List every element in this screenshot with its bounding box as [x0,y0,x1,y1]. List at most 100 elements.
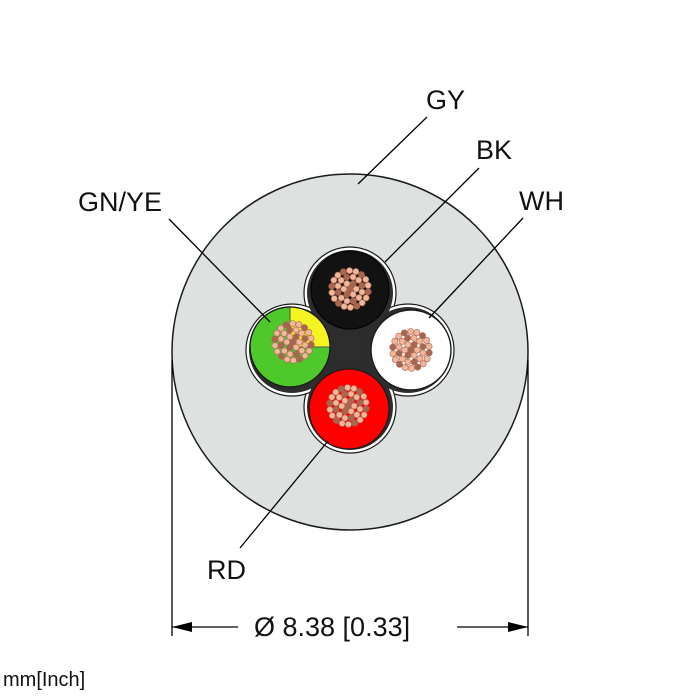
copper-strand [277,341,285,349]
copper-strand [349,280,357,288]
copper-strand [352,285,360,293]
conductor-red [308,368,390,450]
copper-strand [341,397,349,405]
copper-strand [414,363,422,371]
copper-strand [347,303,354,311]
stranded-conductor-icon [326,384,370,428]
copper-strand [364,288,372,296]
copper-strand [360,411,368,419]
copper-strand [301,341,309,349]
copper-strand [292,333,300,341]
diameter-value: Ø 8.38 [0.33] [254,612,410,642]
copper-strand [404,351,412,359]
stranded-conductor-icon [328,267,372,311]
leader-lines [168,116,524,549]
stranded-conductor-icon [271,320,315,364]
copper-strand [344,384,351,392]
copper-strand [358,271,365,279]
copper-strand [395,332,403,340]
copper-strand [423,355,431,363]
copper-strand [280,329,288,337]
copper-strand [332,405,340,413]
copper-strand [356,399,364,407]
copper-strand [346,267,353,275]
copper-strand [277,335,285,343]
copper-strand [356,416,364,424]
copper-strand [338,402,346,410]
copper-strand [305,329,313,336]
copper-strand [326,399,334,407]
copper-strand [340,285,348,293]
label-bk: BK [476,135,512,165]
copper-strand [337,294,345,302]
copper-strand [273,348,281,355]
copper-strand [391,356,399,363]
copper-strand [290,356,297,364]
leader-rd [239,440,329,549]
copper-strand [350,385,358,392]
copper-strand [341,407,349,415]
copper-strand [335,393,343,401]
copper-strand [360,393,368,400]
copper-strand [404,341,412,349]
copper-strand [351,419,359,427]
copper-strand [353,411,361,419]
copper-strand [395,349,403,357]
copper-strand [292,326,300,334]
copper-strand [349,273,357,281]
copper-strand [335,299,342,307]
copper-strand [330,276,338,284]
copper-strand [292,343,300,351]
leader-gy [357,116,428,185]
copper-strand [391,337,399,345]
copper-strand [307,341,315,349]
copper-strand [339,268,347,276]
copper-strand [301,324,308,332]
copper-strand [345,420,352,428]
copper-strand [362,276,370,283]
copper-strand [352,268,360,275]
copper-strand [413,329,421,336]
copper-strand [277,324,285,332]
copper-strand [280,347,288,355]
copper-strand [419,332,426,340]
copper-strand [410,351,418,359]
copper-strand [286,333,294,341]
copper-strand [334,288,342,296]
copper-strand [419,349,427,357]
copper-strand [416,355,424,363]
copper-strand [289,320,296,328]
copper-strand [295,338,303,346]
copper-strand [419,343,427,351]
copper-strand [332,388,340,396]
copper-strand [286,350,294,358]
copper-strand [301,352,309,360]
copper-strand [398,355,406,363]
copper-strand [389,350,397,358]
copper-strand [358,299,366,307]
copper-strand [355,276,363,284]
copper-strand [334,271,342,279]
copper-strand [343,280,351,288]
leader-bk [384,167,480,263]
units-label: mm[Inch] [3,669,85,691]
copper-strand [298,329,306,337]
copper-strand [273,329,281,337]
copper-strand [401,364,409,371]
copper-strand [358,282,366,290]
copper-strand [407,328,414,336]
copper-strand [349,290,357,298]
copper-strand [401,346,409,354]
leader-wh [428,217,524,319]
copper-strand [334,282,342,290]
copper-strand [282,321,290,329]
copper-strand [362,398,370,406]
stranded-conductor-icon [389,328,433,372]
copper-strand [355,294,363,302]
copper-strand [328,412,336,419]
label-gy: GY [426,85,465,115]
copper-strand [353,393,361,401]
copper-strand [343,297,351,305]
conductor-black [310,250,390,330]
leader-gnye [168,218,271,323]
